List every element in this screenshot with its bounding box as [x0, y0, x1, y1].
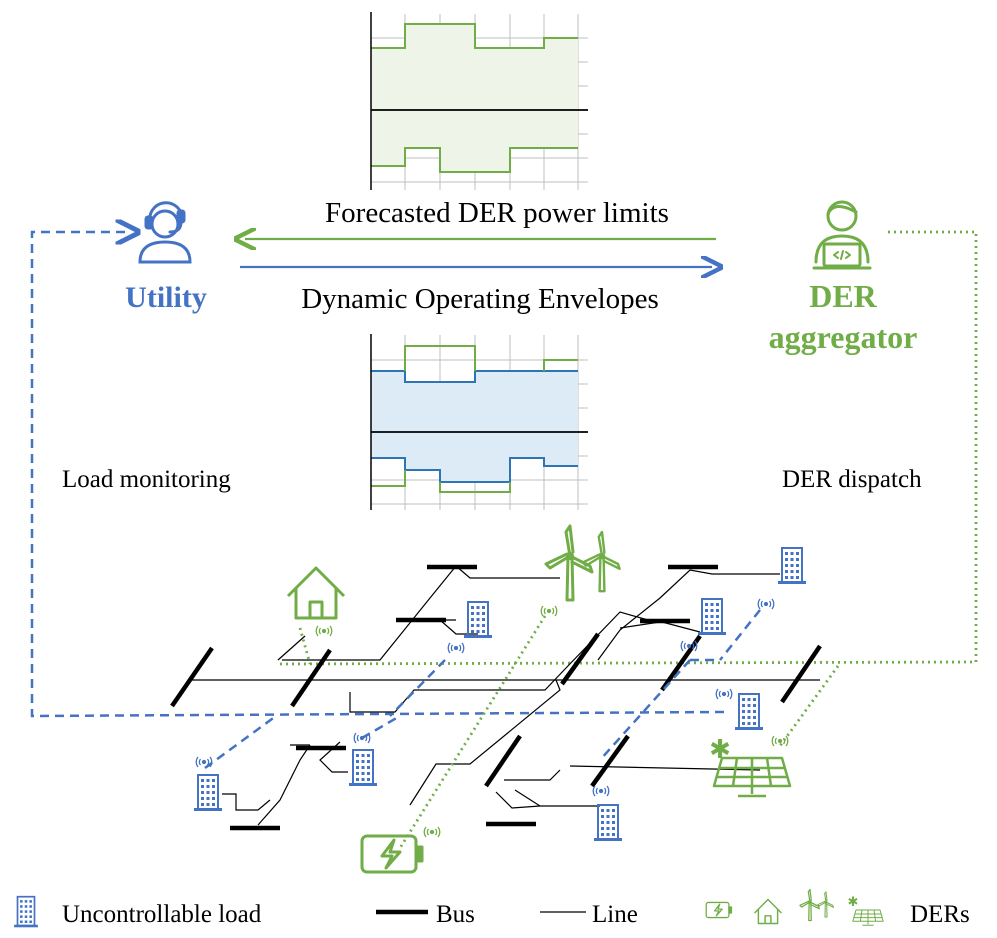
sun-icon: ✱: [709, 735, 731, 765]
legend-turbine-icon: [817, 891, 834, 918]
wireless-signal-icon: [423, 826, 441, 838]
der-dispatch-label: DER dispatch: [782, 466, 922, 493]
legend-line: Line: [592, 901, 638, 928]
legend-uncontrollable-load: Uncontrollable load: [62, 901, 262, 928]
doe-chart: [370, 334, 588, 510]
der-dispatch-path: [275, 230, 978, 666]
legend-solar-icon: [852, 909, 884, 926]
der-comm-links: [298, 615, 840, 849]
wind-turbine-icon: [581, 530, 621, 593]
building-icon: [777, 547, 807, 585]
legend-battery-icon: [705, 901, 733, 919]
network-buses: [170, 564, 822, 831]
building-icon: [593, 804, 623, 842]
wind-turbine-icon: [544, 524, 594, 602]
legend-turbine-icon: [799, 888, 820, 922]
legend-bus: Bus: [436, 901, 475, 928]
legend: Uncontrollable load Bus Line ✱ DERs: [13, 888, 970, 929]
load-monitoring-label: Load monitoring: [62, 466, 231, 493]
building-icon: [463, 601, 493, 639]
building-icon: [193, 774, 223, 812]
wireless-signal-icon: [540, 605, 558, 617]
house-icon: [286, 566, 346, 620]
legend-sun-icon: ✱: [848, 895, 859, 910]
legend-ders: DERs: [910, 901, 970, 928]
legend-house-icon: [753, 898, 783, 925]
building-icon: [697, 598, 727, 636]
battery-charging-icon: [360, 834, 424, 874]
forecast-limits-chart: [370, 12, 588, 190]
wireless-signal-icon: [447, 642, 465, 654]
aggregator-label-line1: DER: [809, 278, 877, 314]
forecast-label: Forecasted DER power limits: [325, 197, 669, 229]
load-comm-links: [204, 609, 761, 770]
building-icon: [348, 749, 378, 787]
wireless-signal-icon: [715, 688, 733, 700]
utility-label: Utility: [125, 281, 207, 314]
wireless-signal-icon: [592, 785, 610, 797]
load-monitoring-path: [30, 232, 725, 718]
laptop-operator-icon: [812, 200, 872, 270]
aggregator-label-line2: aggregator: [769, 319, 918, 355]
wireless-signal-icon: [757, 598, 775, 610]
legend-building-icon: [13, 895, 39, 929]
doe-label: Dynamic Operating Envelopes: [301, 283, 659, 315]
headset-operator-icon: [138, 201, 192, 264]
wireless-signal-icon: [315, 625, 333, 637]
building-icon: [734, 693, 764, 731]
